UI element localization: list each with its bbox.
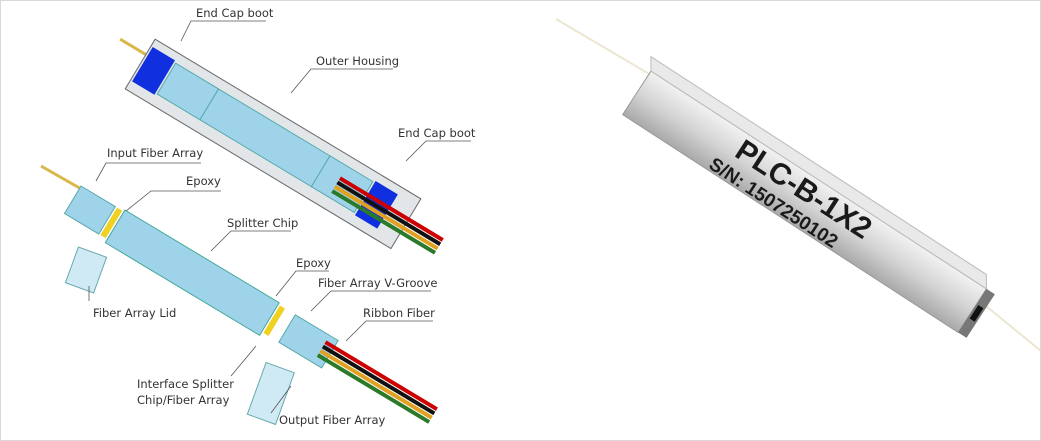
label-fiber-array-v-groove: Fiber Array V-Groove — [318, 276, 437, 290]
label-output-fiber-array: Output Fiber Array — [279, 413, 386, 427]
label-splitter-chip: Splitter Chip — [227, 216, 298, 230]
exploded-assembly — [40, 164, 438, 426]
product-photo: PLC-B-1X2 S/N: 1507250102 — [555, 18, 1040, 352]
label-ribbon-fiber: Ribbon Fiber — [363, 306, 435, 320]
splitter-chip — [104, 209, 280, 337]
label-outer-housing: Outer Housing — [316, 54, 399, 68]
label-end-cap-boot-right: End Cap boot — [398, 126, 476, 140]
label-end-cap-boot-top: End Cap boot — [196, 6, 274, 20]
end-cap-boot-left — [132, 47, 176, 95]
label-interface-line1: Interface Splitter — [137, 377, 234, 391]
fiber-array-lid — [64, 246, 108, 294]
output-lid — [246, 361, 295, 426]
label-epoxy-1: Epoxy — [186, 174, 221, 188]
outer-housing-assembly — [119, 37, 444, 255]
epoxy-right — [263, 305, 286, 337]
label-interface-line2: Chip/Fiber Array — [137, 393, 230, 407]
input-fiber-array — [63, 185, 116, 235]
leader-lines — [88, 20, 471, 414]
label-epoxy-2: Epoxy — [296, 256, 331, 270]
label-input-fiber-array: Input Fiber Array — [107, 146, 203, 160]
epoxy-left — [100, 207, 123, 239]
label-fiber-array-lid: Fiber Array Lid — [93, 306, 176, 320]
